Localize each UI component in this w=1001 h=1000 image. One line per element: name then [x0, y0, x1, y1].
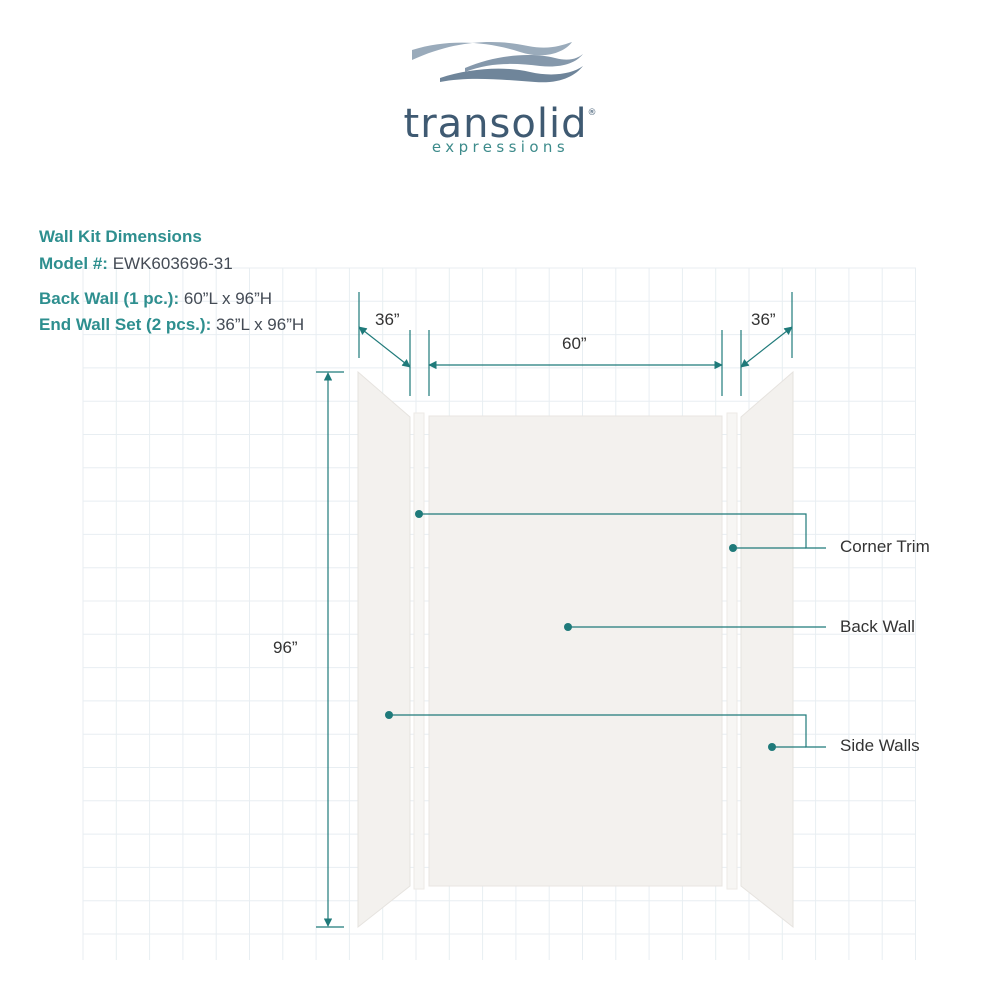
- side-walls-label: Side Walls: [840, 736, 920, 755]
- back-wall-label: Back Wall: [840, 617, 915, 636]
- wave-icon: [412, 41, 583, 83]
- left-width-label: 36”: [375, 310, 400, 329]
- model-number: Model #: EWK603696-31: [39, 253, 233, 275]
- back-wall-panel: [428, 415, 723, 887]
- model-key: Model #:: [39, 254, 108, 273]
- left-corner-trim: [413, 412, 425, 890]
- end-wall-value: 36”L x 96”H: [215, 315, 305, 334]
- callout-dots: [385, 510, 776, 751]
- registered-mark: ®: [587, 108, 598, 118]
- right-corner-trim: [726, 412, 738, 890]
- end-wall-spec: End Wall Set (2 pcs.): 36”L x 96”H: [39, 314, 304, 336]
- brand-tagline: expressions: [431, 138, 570, 156]
- model-value: EWK603696-31: [112, 254, 233, 273]
- callout-leaders: [389, 513, 826, 748]
- right-width-label: 36”: [751, 310, 776, 329]
- end-wall-key: End Wall Set (2 pcs.):: [39, 315, 212, 334]
- corner-trim-label: Corner Trim: [840, 537, 930, 556]
- back-width-label: 60”: [562, 334, 587, 353]
- spec-title: Wall Kit Dimensions: [39, 227, 202, 246]
- height-label: 96”: [273, 638, 298, 657]
- back-wall-key: Back Wall (1 pc.):: [39, 289, 180, 308]
- right-side-wall: [740, 370, 794, 929]
- left-side-wall: [357, 370, 411, 929]
- dimension-lines: [316, 292, 793, 928]
- brand-wordmark: transolid®: [403, 101, 598, 147]
- back-wall-value: 60”L x 96”H: [183, 289, 273, 308]
- back-wall-spec: Back Wall (1 pc.): 60”L x 96”H: [39, 288, 272, 310]
- brand-header: transolid® expressions: [0, 0, 1001, 170]
